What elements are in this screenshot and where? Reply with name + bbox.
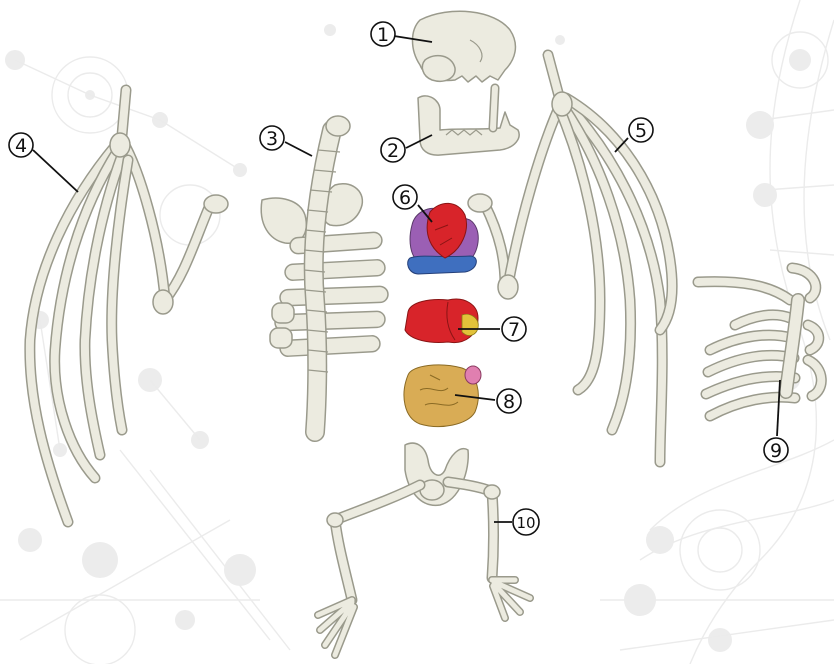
callout-4: 4 [9, 133, 33, 157]
liver-icon [405, 299, 478, 342]
callout-4-number: 4 [15, 135, 27, 157]
lower-jaw-icon [418, 88, 519, 155]
callout-7: 7 [502, 317, 526, 341]
callout-6-number: 6 [399, 187, 411, 209]
left-wing-bones-icon [30, 90, 228, 522]
ribcage-icon [698, 268, 821, 416]
callout-1: 1 [371, 22, 395, 46]
heart-lungs-icon [408, 203, 479, 274]
callout-9: 9 [764, 438, 788, 462]
callout-1-number: 1 [377, 24, 389, 46]
callout-10-number: 10 [516, 514, 535, 532]
spine-and-ribs-icon [261, 116, 388, 432]
callout-10: 10 [513, 509, 539, 535]
callout-9-number: 9 [770, 440, 782, 462]
callout-7-number: 7 [508, 319, 520, 341]
callout-2-number: 2 [387, 140, 399, 162]
stomach-icon [404, 365, 481, 427]
callout-8: 8 [497, 389, 521, 413]
pelvis-legs-icon [318, 443, 530, 655]
callout-2: 2 [381, 138, 405, 162]
callout-3: 3 [260, 126, 284, 150]
callout-5: 5 [629, 118, 653, 142]
callout-8-number: 8 [503, 391, 515, 413]
callout-5-number: 5 [635, 120, 647, 142]
callout-3-number: 3 [266, 128, 278, 150]
skull-upper-icon [413, 11, 516, 82]
callout-6: 6 [393, 185, 417, 209]
